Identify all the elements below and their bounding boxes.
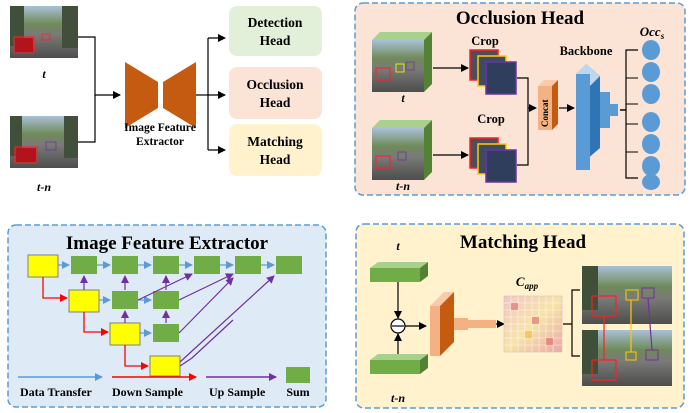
- crop-stack-bottom: [469, 137, 517, 183]
- feature-slab-tn: [370, 354, 428, 374]
- encoder-node-3: [109, 322, 141, 346]
- legend-sum: Sum: [286, 385, 309, 399]
- connector-tn-to-extractor: [78, 95, 96, 143]
- occ-node-5: [642, 134, 660, 154]
- match-line-purple: [647, 297, 653, 351]
- frame-tn-label: t-n: [37, 180, 51, 194]
- occ-brace-bottom: [620, 109, 638, 179]
- matching-head-panel: Matching Head t t-n C: [355, 223, 685, 409]
- sum-node-r1c2: [112, 256, 138, 274]
- matching-head-box: Matching Head: [229, 124, 322, 176]
- arrow-crop-top-to-concat: [517, 77, 537, 112]
- extractor-label-line1: Image Feature: [124, 122, 196, 134]
- detection-head-line2: Head: [260, 33, 291, 48]
- matching-label-t: t: [396, 239, 400, 253]
- occ-node-3: [642, 84, 660, 104]
- connector-t-to-extractor: [78, 36, 121, 99]
- matching-head-line1: Matching: [247, 134, 303, 149]
- sum-node-r1c5: [235, 256, 261, 274]
- occs-node-column: [642, 40, 660, 190]
- occlusion-head-panel: Occlusion Head t t-n Crop Crop: [354, 2, 686, 196]
- occlusion-head-line2: Head: [260, 95, 291, 110]
- extractor-legend: Data Transfer Down Sample Up Sample Sum: [18, 367, 310, 399]
- up-sample-arrows: [80, 273, 275, 367]
- matching-head-line2: Head: [260, 152, 291, 167]
- sum-node-r2c1: [112, 291, 138, 309]
- occ-node-1: [642, 40, 660, 60]
- affinity-matrix: [503, 295, 563, 353]
- concat-block: Concat: [538, 80, 558, 130]
- occ-node-7: [642, 174, 660, 190]
- encoder-node-4: [149, 355, 181, 377]
- matching-frame-t: [582, 266, 672, 324]
- extractor-label-line2: Extractor: [136, 136, 184, 148]
- occs-label: Occs: [640, 24, 665, 41]
- encoder-node-2: [68, 289, 100, 313]
- extractor-encoder-shape: [125, 62, 158, 128]
- legend-sum-swatch: [286, 367, 310, 383]
- crop-bottom-label: Crop: [477, 112, 505, 126]
- backbone-block: [576, 64, 618, 170]
- matching-label-tn: t-n: [391, 391, 405, 405]
- feature-slab-t: [370, 262, 428, 282]
- matching-conv-block: [430, 292, 496, 356]
- detection-head-line1: Detection: [248, 15, 303, 30]
- encoder-node-1: [27, 254, 59, 278]
- extractor-panel: Image Feature Extractor: [7, 224, 327, 408]
- detection-head-box: Detection Head: [229, 6, 322, 56]
- frame-t-label: t: [42, 67, 46, 81]
- sum-node-r1c3: [153, 256, 179, 274]
- sum-node-r3c1: [153, 324, 179, 342]
- matching-frame-tn: [582, 330, 672, 386]
- backbone-label: Backbone: [560, 44, 613, 58]
- legend-down-sample: Down Sample: [112, 385, 184, 399]
- occlusion-label-t: t: [401, 91, 405, 105]
- occ-brace-bottom-ticks: [626, 123, 638, 153]
- capp-label: Capp: [516, 274, 539, 291]
- arrow-crop-bottom-to-concat: [517, 108, 529, 166]
- frame-tn-thumbnail: [10, 116, 78, 168]
- occ-node-6: [642, 156, 660, 176]
- frame-t-thumbnail: [10, 6, 78, 58]
- occ-node-2: [642, 62, 660, 82]
- pipeline: t t-n Image Feature Extractor Detection: [10, 6, 322, 194]
- occ-brace-top-ticks: [626, 77, 638, 105]
- sum-node-r1c1: [71, 256, 97, 274]
- down-sample-arrows: [42, 277, 149, 370]
- occ-node-4: [642, 112, 660, 132]
- occlusion-panel-title: Occlusion Head: [456, 8, 585, 29]
- occlusion-label-tn: t-n: [396, 179, 410, 193]
- occlusion-head-line1: Occlusion: [246, 77, 303, 92]
- sum-node-r1c4: [194, 256, 220, 274]
- data-transfer-arrows: [58, 261, 275, 337]
- sum-node-r2c2: [153, 291, 179, 309]
- extractor-decoder-shape: [163, 62, 196, 128]
- matching-brace: [563, 289, 580, 357]
- crop-top-label: Crop: [471, 34, 499, 48]
- matching-panel-title: Matching Head: [460, 232, 587, 253]
- legend-up-sample: Up Sample: [209, 385, 266, 399]
- sum-node-r1c6: [276, 256, 302, 274]
- crop-stack-top: [469, 49, 517, 95]
- legend-data-transfer: Data Transfer: [20, 385, 93, 399]
- extractor-panel-title: Image Feature Extractor: [66, 233, 269, 254]
- occlusion-head-box: Occlusion Head: [229, 67, 322, 119]
- occlusion-frame-t-cube: [372, 32, 432, 92]
- concat-label: Concat: [540, 100, 550, 128]
- occlusion-frame-tn-cube: [372, 120, 432, 180]
